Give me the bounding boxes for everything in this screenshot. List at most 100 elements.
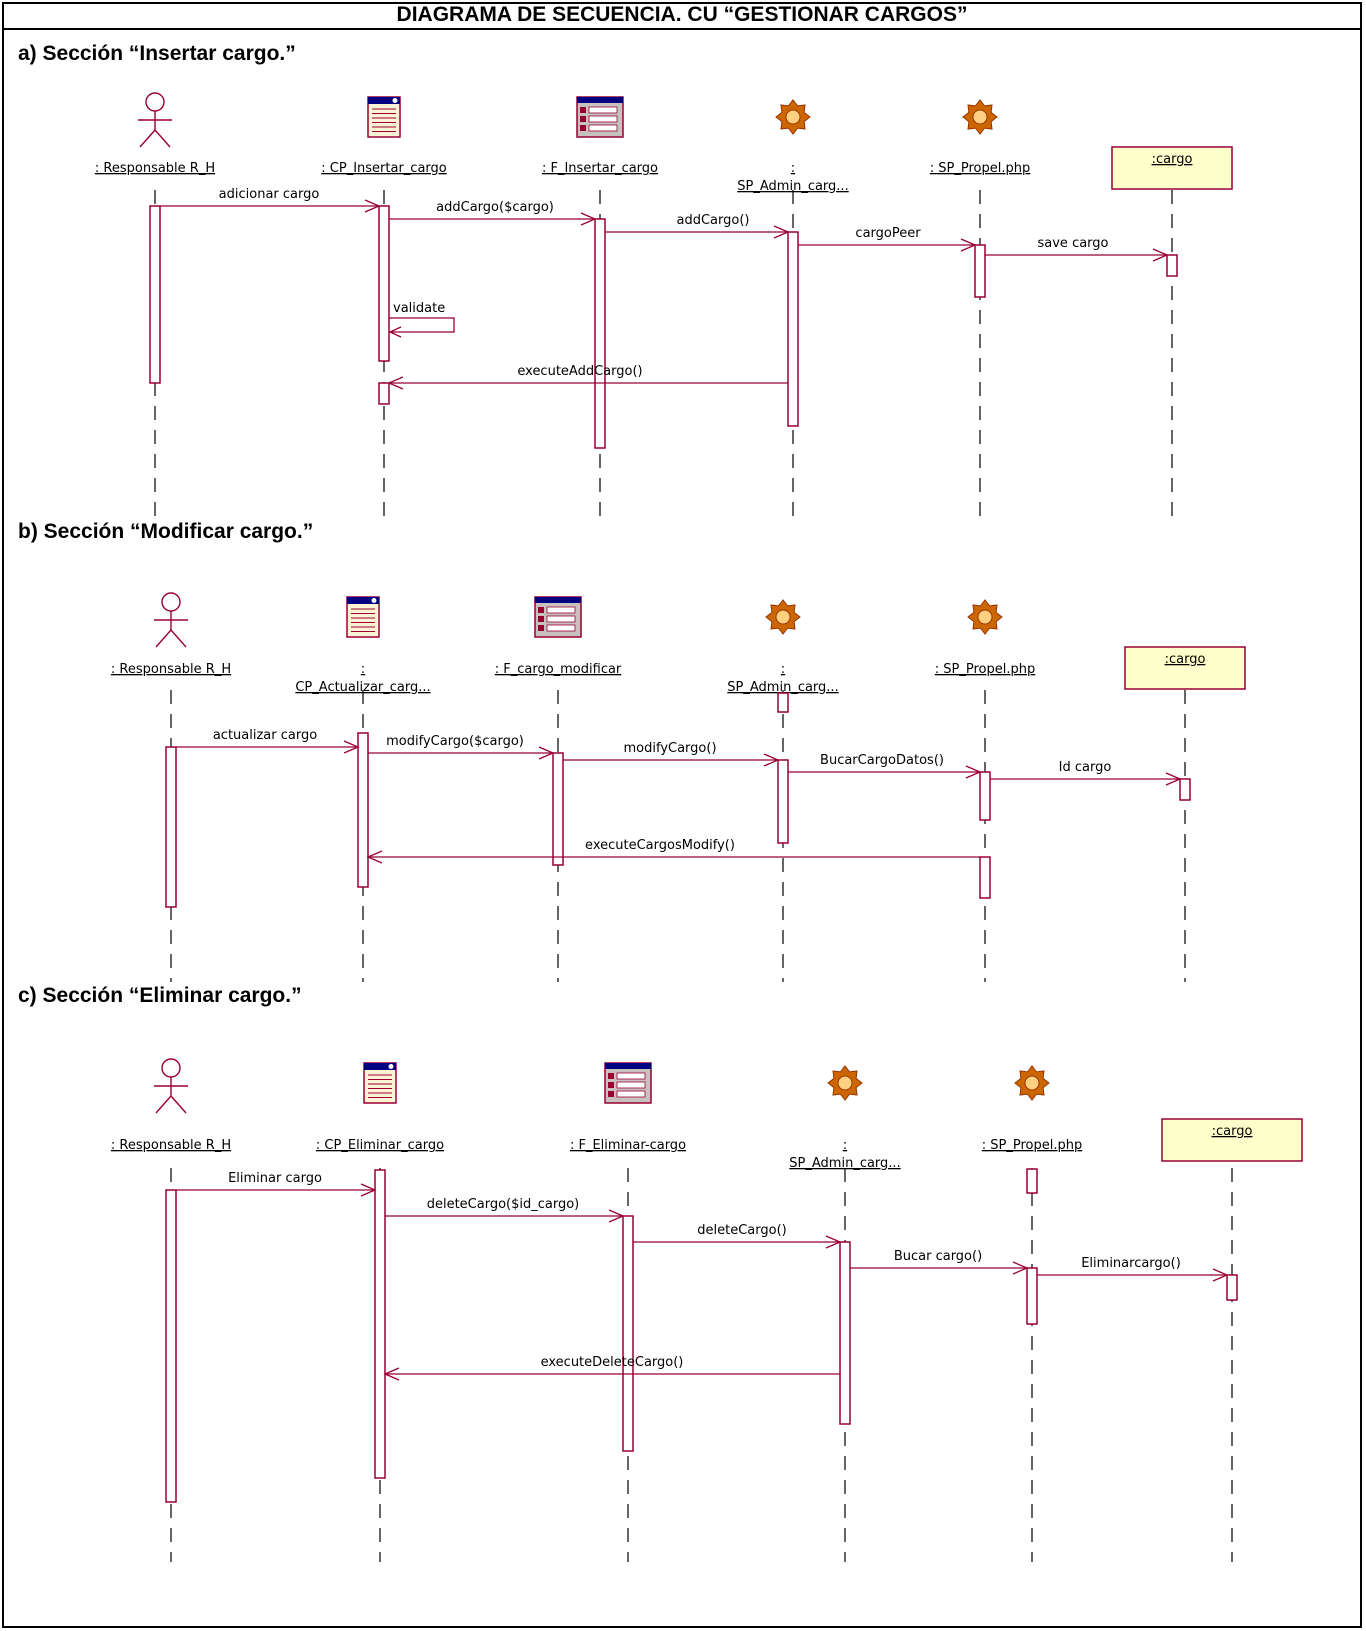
lifeline-name: :: [791, 161, 795, 176]
lifeline-name: SP_Admin_carg...: [789, 1156, 900, 1171]
activation-bar: [622, 1215, 634, 1452]
message-label: cargoPeer: [855, 226, 921, 241]
activation-bar: [165, 746, 177, 908]
arrow-head: [580, 212, 597, 226]
lifeline-name: : Responsable R_H: [95, 161, 215, 176]
gear-icon: [765, 599, 801, 635]
activation-bar: [552, 752, 564, 866]
lifeline-name: : F_cargo_modificar: [495, 662, 622, 677]
message-label: addCargo($cargo): [436, 200, 554, 215]
gear-icon: [967, 599, 1003, 635]
activation-bar: [1226, 1274, 1238, 1301]
message-label: addCargo(): [677, 213, 750, 228]
gear-icon: [1014, 1065, 1050, 1101]
lifeline: :cargo: [1161, 1118, 1303, 1562]
lifeline-name: CP_Actualizar_carg...: [295, 680, 430, 695]
gear-icon: [775, 99, 811, 135]
arrow-head: [1012, 1261, 1029, 1275]
arrow-head: [387, 376, 404, 390]
form-icon: [576, 96, 624, 138]
activation-bar: [777, 692, 789, 713]
form-icon: [604, 1062, 652, 1104]
window-icon: [346, 596, 380, 638]
arrow-head: [364, 199, 381, 213]
arrow-head: [360, 1183, 377, 1197]
lifeline-name: :cargo: [1165, 652, 1206, 667]
gear-icon: [962, 99, 998, 135]
sequence-section-b: : Responsable R_H:CP_Actualizar_carg...:…: [111, 592, 1246, 982]
message-label: save cargo: [1038, 236, 1109, 251]
message-label: actualizar cargo: [213, 728, 317, 743]
entity-box: [1111, 146, 1233, 190]
message-label: Id cargo: [1059, 760, 1112, 775]
activation-bar: [1026, 1267, 1038, 1325]
lifelines: : Responsable R_H: CP_Insertar_cargo: F_…: [95, 92, 1233, 520]
lifeline: :cargo: [1124, 646, 1246, 982]
window-icon: [367, 96, 401, 138]
activation-bar: [979, 856, 991, 899]
arrow-head: [388, 326, 402, 338]
activation-bar: [357, 732, 369, 888]
arrow-head: [608, 1209, 625, 1223]
lifeline-name: : SP_Propel.php: [935, 662, 1035, 677]
lifeline-name: :cargo: [1152, 152, 1193, 167]
section-c-heading: c) Sección “Eliminar cargo.”: [18, 984, 302, 1007]
lifeline-name: :: [361, 662, 365, 677]
activation-bar: [1179, 778, 1191, 801]
message-label: executeCargosModify(): [585, 838, 735, 853]
actor-icon: [154, 592, 188, 648]
message-label: deleteCargo($id_cargo): [427, 1197, 580, 1212]
lifeline-name: : SP_Propel.php: [930, 161, 1030, 176]
arrow-head: [960, 238, 977, 252]
activation-bar: [374, 1169, 386, 1479]
lifeline-name: SP_Admin_carg...: [727, 680, 838, 695]
message-label: executeAddCargo(): [517, 364, 642, 379]
lifeline-name: : Responsable R_H: [111, 1138, 231, 1153]
arrow-head: [538, 746, 555, 760]
lifeline-name: : F_Eliminar-cargo: [570, 1138, 686, 1153]
activation-bar: [839, 1241, 851, 1425]
activation-bar: [378, 382, 390, 405]
activation-bar: [1026, 1168, 1038, 1194]
messages: adicionar cargoaddCargo($cargo)addCargo(…: [160, 187, 1169, 390]
actor-icon: [154, 1058, 188, 1114]
arrow-head: [343, 740, 360, 754]
window-icon: [363, 1062, 397, 1104]
message-label: validate: [393, 301, 445, 316]
arrow-head: [1212, 1268, 1229, 1282]
self-message-arrow: [389, 317, 455, 333]
arrow-head: [366, 850, 383, 864]
activations: [149, 205, 1178, 449]
arrow-head: [825, 1235, 842, 1249]
arrow-head: [1165, 772, 1182, 786]
activation-bar: [979, 771, 991, 821]
lifeline: : SP_Propel.php: [935, 599, 1035, 982]
message-label: Eliminar cargo: [228, 1171, 322, 1186]
page-title-text: DIAGRAMA DE SECUENCIA. CU “GESTIONAR CAR…: [396, 3, 968, 26]
activations: [165, 1168, 1238, 1503]
lifeline-name: : CP_Insertar_cargo: [321, 161, 447, 176]
lifeline: : F_Eliminar-cargo: [570, 1062, 686, 1562]
lifeline-name: :: [843, 1138, 847, 1153]
lifeline: :cargo: [1111, 146, 1233, 520]
message-label: Eliminarcargo(): [1081, 1256, 1181, 1271]
message-label: Bucar cargo(): [894, 1249, 982, 1264]
lifeline-name: SP_Admin_carg...: [737, 179, 848, 194]
message-label: deleteCargo(): [697, 1223, 786, 1238]
activation-bar: [787, 231, 799, 427]
activation-bar: [777, 759, 789, 844]
lifeline: : SP_Admin_carg...: [727, 599, 839, 982]
page-title: DIAGRAMA DE SECUENCIA. CU “GESTIONAR CAR…: [2, 2, 1362, 30]
arrow-head: [383, 1367, 400, 1381]
message-label: modifyCargo(): [623, 741, 716, 756]
sequence-section-a: : Responsable R_H: CP_Insertar_cargo: F_…: [95, 92, 1233, 520]
arrow-head: [773, 225, 790, 239]
lifeline: : SP_Admin_carg...: [737, 99, 849, 520]
lifelines: : Responsable R_H: CP_Eliminar_cargo: F_…: [111, 1058, 1303, 1562]
entity-box: [1161, 1118, 1303, 1162]
lifeline-name: :: [781, 662, 785, 677]
activation-bar: [378, 205, 390, 362]
